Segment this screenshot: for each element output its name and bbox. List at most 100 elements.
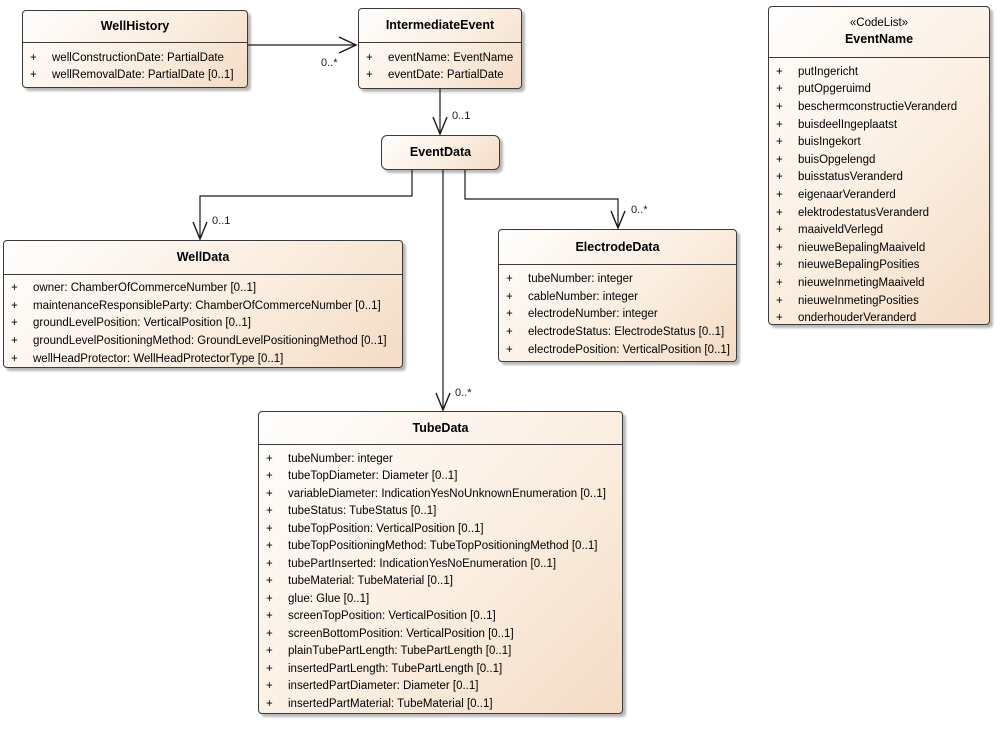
class-title: «CodeList» EventName (769, 7, 989, 57)
codelist-item-text: buisOpgelengd (798, 153, 876, 166)
codelist-item: + eigenaarVeranderd (769, 186, 989, 204)
class-title: ElectrodeData (499, 230, 736, 264)
attribute-row: + maintenanceResponsibleParty: ChamberOf… (4, 297, 402, 315)
open-arrowhead-icon (610, 210, 626, 230)
visibility-marker: + (776, 171, 783, 184)
visibility-marker: + (266, 505, 273, 518)
codelist-item-text: maaiveldVerlegd (798, 224, 884, 237)
class-name: EventData (409, 145, 472, 160)
connector-intermediateevent-eventdata[interactable]: 0..1 (432, 89, 470, 136)
visibility-marker: + (11, 281, 18, 294)
class-box-wellhistory[interactable]: WellHistory + wellConstructionDate: Part… (22, 10, 248, 88)
attribute-text: eventDate: PartialDate (388, 68, 504, 81)
attribute-text: cableNumber: integer (528, 290, 638, 303)
attribute-compartment: + tubeNumber: integer + cableNumber: int… (499, 264, 736, 359)
attribute-row: + electrodeNumber: integer (499, 306, 736, 324)
visibility-marker: + (776, 136, 783, 149)
codelist-item: + buisOpgelengd (769, 151, 989, 169)
attribute-row: + tubeMaterial: TubeMaterial [0..1] (259, 573, 622, 591)
connector-eventdata-welldata[interactable]: 0..1 (192, 170, 413, 241)
attribute-row: + tubeTopPosition: VerticalPosition [0..… (259, 520, 622, 538)
connector-wellhistory-intermediateevent[interactable]: 0..* (248, 36, 358, 69)
class-box-welldata[interactable]: WellData + owner: ChamberOfCommerceNumbe… (3, 240, 403, 368)
attribute-row: + wellConstructionDate: PartialDate (23, 49, 247, 66)
attribute-text: electrodeStatus: ElectrodeStatus [0..1] (528, 326, 725, 339)
visibility-marker: + (266, 697, 273, 710)
codelist-item: + nieuweInmetingMaaiveld (769, 274, 989, 292)
attribute-row: + tubeTopPositioningMethod: TubeTopPosit… (259, 538, 622, 556)
codelist-item: + elektrodestatusVeranderd (769, 204, 989, 222)
attribute-compartment: + eventName: EventName + eventDate: Part… (359, 42, 521, 83)
class-name: WellHistory (100, 19, 170, 34)
class-title: WellHistory (23, 11, 247, 42)
visibility-marker: + (266, 487, 273, 500)
codelist-item: + nieuweBepalingMaaiveld (769, 239, 989, 257)
codelist-item-text: buisIngekort (798, 136, 861, 149)
connector-eventdata-electrodedata[interactable]: 0..* (464, 170, 648, 230)
multiplicity-label: 0..* (631, 204, 648, 216)
visibility-marker: + (776, 65, 783, 78)
visibility-marker: + (776, 206, 783, 219)
class-title: EventData (382, 136, 499, 169)
class-box-eventname-codelist[interactable]: «CodeList» EventName + putIngericht + pu… (768, 6, 990, 325)
multiplicity-label: 0..1 (212, 215, 230, 227)
attribute-text: tubePartInserted: IndicationYesNoEnumera… (288, 557, 557, 570)
visibility-marker: + (30, 68, 37, 81)
visibility-marker: + (266, 662, 273, 675)
codelist-item-text: onderhouderVeranderd (798, 312, 917, 325)
attribute-row: + insertedPartMaterial: TubeMaterial [0.… (259, 695, 622, 713)
open-arrowhead-icon (338, 36, 358, 54)
codelist-item-text: putIngericht (798, 65, 859, 78)
visibility-marker: + (366, 68, 373, 81)
class-title: WellData (4, 241, 402, 274)
multiplicity-label: 0..1 (452, 110, 470, 122)
attribute-row: + groundLevelPosition: VerticalPosition … (4, 315, 402, 333)
visibility-marker: + (776, 83, 783, 96)
class-name: IntermediateEvent (385, 18, 495, 33)
class-box-electrodedata[interactable]: ElectrodeData + tubeNumber: integer + ca… (498, 229, 737, 362)
visibility-marker: + (266, 645, 273, 658)
attribute-compartment: + wellConstructionDate: PartialDate + we… (23, 42, 247, 83)
attribute-text: insertedPartMaterial: TubeMaterial [0..1… (288, 697, 493, 710)
class-box-tubedata[interactable]: TubeData + tubeNumber: integer + tubeTop… (258, 411, 623, 714)
visibility-marker: + (776, 118, 783, 131)
class-name: TubeData (412, 420, 469, 435)
connector-eventdata-tubedata[interactable]: 0..* (435, 170, 472, 412)
class-box-intermediateevent[interactable]: IntermediateEvent + eventName: EventName… (358, 8, 522, 89)
codelist-item-text: beschermconstructieVeranderd (798, 100, 958, 113)
visibility-marker: + (776, 276, 783, 289)
attribute-text: insertedPartLength: TubePartLength [0..1… (288, 662, 503, 675)
attribute-row: + tubeNumber: integer (259, 450, 622, 468)
codelist-item: + buisdeelIngeplaatst (769, 116, 989, 134)
class-name: ElectrodeData (575, 239, 660, 254)
attribute-text: tubeStatus: TubeStatus [0..1] (288, 505, 437, 518)
attribute-text: tubeNumber: integer (528, 272, 633, 285)
codelist-item: + buisIngekort (769, 133, 989, 151)
attribute-text: electrodeNumber: integer (528, 308, 658, 321)
codelist-item-text: buisstatusVeranderd (798, 171, 903, 184)
visibility-marker: + (776, 294, 783, 307)
visibility-marker: + (506, 308, 513, 321)
visibility-marker: + (266, 592, 273, 605)
visibility-marker: + (506, 290, 513, 303)
codelist-item: + putIngericht (769, 63, 989, 81)
codelist-item-text: putOpgeruimd (798, 83, 871, 96)
attribute-row: + wellHeadProtector: WellHeadProtectorTy… (4, 350, 402, 368)
visibility-marker: + (11, 335, 18, 348)
visibility-marker: + (266, 575, 273, 588)
attribute-row: + variableDiameter: IndicationYesNoUnkno… (259, 485, 622, 503)
attribute-text: screenBottomPosition: VerticalPosition [… (288, 627, 514, 640)
visibility-marker: + (776, 224, 783, 237)
attribute-text: variableDiameter: IndicationYesNoUnknown… (288, 487, 606, 500)
attribute-text: electrodePosition: VerticalPosition [0..… (528, 344, 731, 357)
visibility-marker: + (776, 259, 783, 272)
attribute-text: screenTopPosition: VerticalPosition [0..… (288, 610, 496, 623)
attribute-text: tubeTopPositioningMethod: TubeTopPositio… (288, 540, 598, 553)
open-arrowhead-icon (192, 221, 208, 241)
codelist-item-text: buisdeelIngeplaatst (798, 118, 898, 131)
visibility-marker: + (776, 153, 783, 166)
codelist-item: + nieuweBepalingPosities (769, 257, 989, 275)
class-box-eventdata[interactable]: EventData (381, 135, 500, 170)
attribute-text: maintenanceResponsibleParty: ChamberOfCo… (33, 299, 381, 312)
